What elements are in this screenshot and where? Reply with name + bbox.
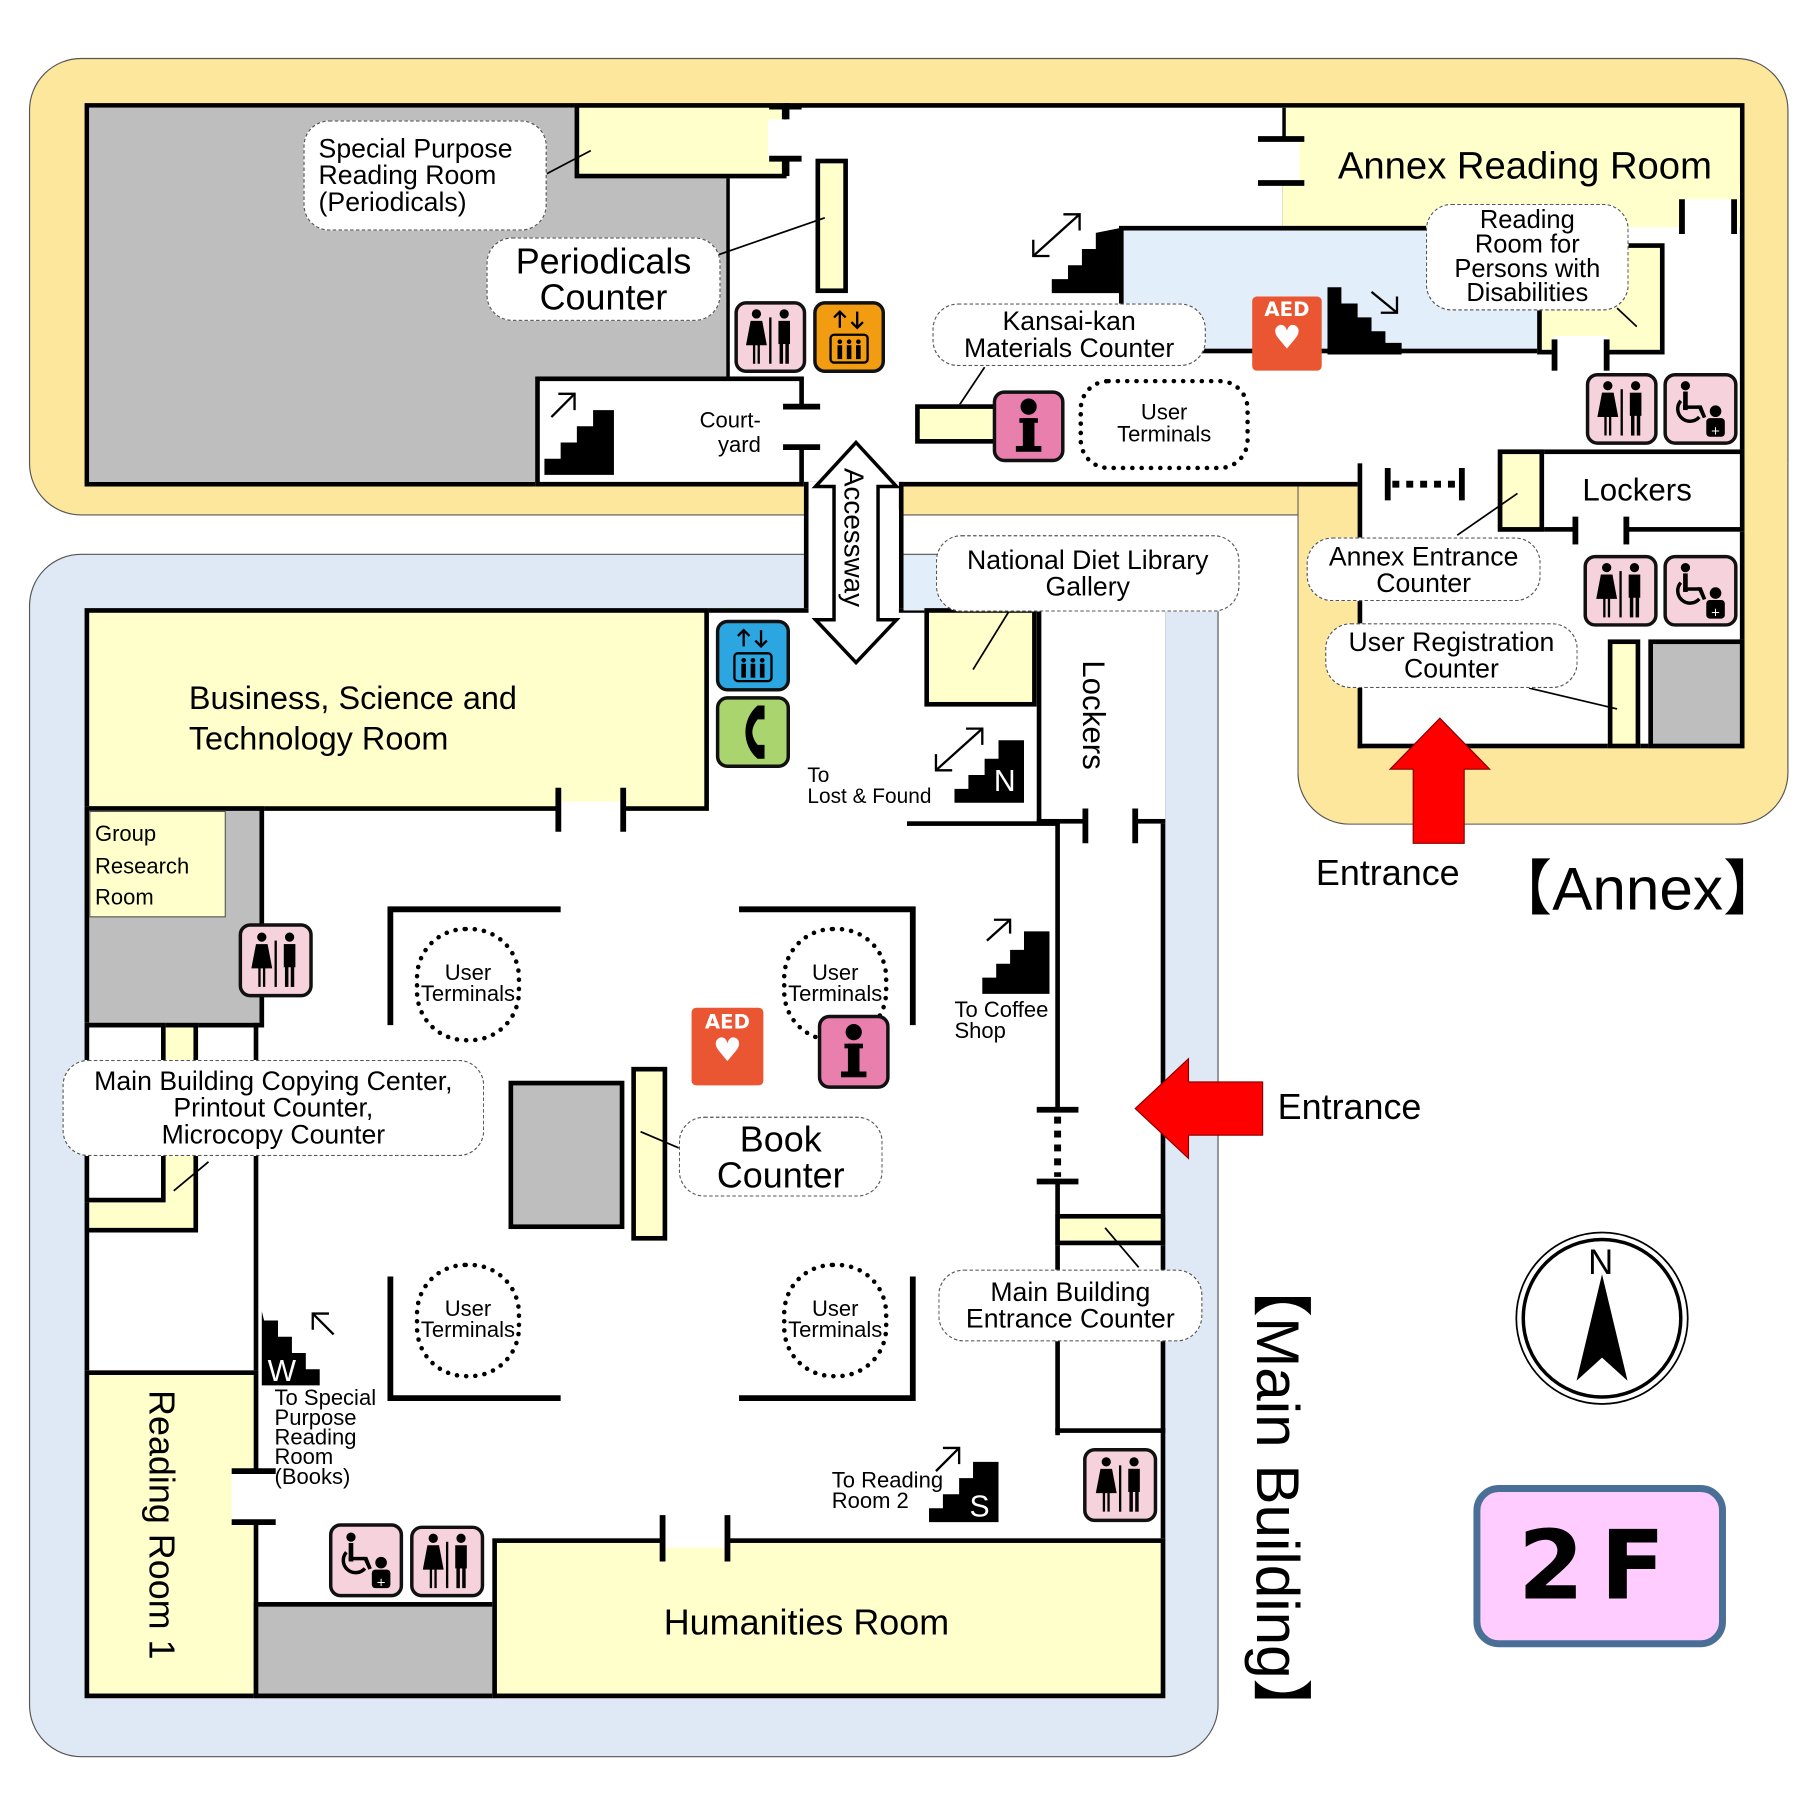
building-label-main: 【Main Building】 — [1242, 1256, 1311, 1739]
annex-lockers-label: Lockers — [1582, 472, 1692, 508]
svg-text:+: + — [1711, 605, 1721, 619]
room-group-research — [89, 810, 226, 918]
door-disabilities-room[interactable] — [1554, 335, 1608, 371]
stairs-icon-west — [261, 1311, 335, 1386]
restroom-icon-annex-west — [734, 301, 807, 373]
entrance-arrow-main[interactable] — [1133, 1056, 1265, 1160]
aed-icon-main: AED ♥ — [691, 1007, 764, 1086]
callout-copying-center: Main Building Copying Center, Printout C… — [62, 1059, 485, 1157]
compass-icon — [1515, 1231, 1689, 1405]
callout-user-registration-counter: User Registration Counter — [1325, 623, 1578, 689]
callout-gallery: National Diet Library Gallery — [935, 535, 1240, 612]
user-terminals-nw[interactable]: User Terminals — [414, 926, 522, 1043]
restroom-icon-main-east — [1083, 1447, 1158, 1523]
stairs-s-letter: S — [969, 1488, 990, 1524]
staff-area-book — [508, 1080, 625, 1230]
aed-icon-annex: AED ♥ — [1252, 296, 1322, 371]
stairs-s-label: To Reading Room 2 — [831, 1468, 944, 1515]
callout-disabilities-room: Reading Room for Persons with Disabiliti… — [1425, 203, 1629, 311]
callout-periodicals-counter: Periodicals Counter — [486, 237, 721, 321]
restroom-icon-main-west — [238, 923, 313, 998]
stairs-w-label: To Special Purpose Reading Room (Books) — [274, 1386, 377, 1491]
stairs-down-icon-annex — [1327, 287, 1402, 355]
compass-north-label: N — [1588, 1244, 1614, 1283]
user-terminals-se[interactable]: User Terminals — [781, 1262, 889, 1379]
telephone-icon — [715, 696, 791, 768]
accessible-restroom-icon-annex-east: + — [1663, 372, 1738, 445]
counter-kansai-kan — [915, 404, 999, 444]
callout-main-entrance-counter: Main Building Entrance Counter — [938, 1269, 1203, 1342]
door-special-purpose[interactable] — [767, 119, 794, 159]
counter-periodicals — [815, 158, 848, 294]
courtyard-label: Court- yard — [699, 408, 761, 458]
west-corridor-wall — [253, 1022, 259, 1510]
user-terminals-ne[interactable]: User Terminals — [781, 926, 889, 1043]
room-special-purpose-periodicals — [574, 103, 787, 179]
information-icon-annex[interactable] — [992, 390, 1065, 463]
building-label-annex: 【Annex】 — [1491, 856, 1784, 924]
main-lockers-label: Lockers — [1076, 660, 1111, 770]
callout-kansai-kan: Kansai-kan Materials Counter — [932, 303, 1206, 367]
door-annex-lockers[interactable] — [1575, 523, 1627, 538]
user-terminals-annex[interactable]: User Terminals — [1078, 378, 1250, 471]
elevator-icon-annex — [813, 301, 885, 373]
entrance-label-main: Entrance — [1277, 1086, 1422, 1128]
stairs-icon-courtyard — [544, 392, 614, 475]
restroom-icon-annex-south — [1583, 554, 1658, 627]
counter-main-entrance — [1055, 1213, 1166, 1246]
reading-room-1-label: Reading Room 1 — [141, 1390, 182, 1660]
stairs-coffee-label: To Coffee Shop — [954, 998, 1049, 1044]
accessway-arrow[interactable] — [811, 439, 901, 666]
staff-area-annex — [1648, 639, 1745, 749]
accessible-restroom-icon-annex-south: + — [1663, 554, 1738, 627]
door-reading-room-1[interactable] — [231, 1471, 267, 1523]
accessway-label: Accessway — [837, 467, 869, 608]
information-icon-main[interactable] — [817, 1014, 890, 1089]
callout-special-purpose-periodicals: Special Purpose Reading Room (Periodical… — [303, 120, 547, 231]
stairs-icon-south — [929, 1446, 999, 1523]
counter-book — [631, 1066, 668, 1241]
courtyard-door-gap — [796, 407, 811, 448]
stairs-w-letter: W — [267, 1352, 297, 1388]
stairs-n-letter: N — [993, 763, 1016, 799]
floor-badge: 2F — [1473, 1485, 1726, 1648]
entrance-label-annex: Entrance — [1315, 852, 1460, 894]
door-annex-east[interactable] — [1681, 199, 1738, 234]
room-reading-room-1 — [84, 1370, 259, 1699]
counter-annex-entrance — [1497, 449, 1545, 532]
callout-book-counter: Book Counter — [678, 1116, 883, 1197]
group-research-label: Group Research Room — [94, 822, 190, 911]
svg-text:+: + — [376, 1575, 386, 1589]
restroom-icon-annex-east — [1585, 372, 1658, 445]
aed-label: AED — [1264, 298, 1310, 323]
annex-reading-room-label: Annex Reading Room — [1337, 143, 1712, 187]
callout-annex-entrance-counter: Annex Entrance Counter — [1306, 537, 1541, 602]
counter-user-registration — [1607, 639, 1641, 749]
floor-label: 2F — [1517, 1511, 1682, 1622]
room-business-science-technology — [84, 608, 709, 811]
door-humanities[interactable] — [662, 1531, 728, 1548]
stairs-icon-coffee — [982, 918, 1050, 994]
stairs-icon-north — [934, 727, 1024, 803]
accessible-restroom-icon-main: + — [328, 1523, 404, 1598]
east-room-bottom — [1055, 1428, 1166, 1433]
elevator-icon-main — [715, 619, 791, 692]
door-annex-reading[interactable] — [1264, 139, 1300, 181]
svg-text:+: + — [1711, 423, 1721, 437]
lockers-wall-ext — [907, 821, 1058, 826]
aed-label-main: AED — [704, 1011, 750, 1035]
restroom-icon-main-south — [410, 1525, 485, 1598]
escalator-icon-annex — [1032, 213, 1119, 294]
stairs-n-label: To Lost & Found — [807, 763, 932, 808]
room-humanities — [492, 1538, 1166, 1699]
entrance-arrow-annex[interactable] — [1388, 716, 1492, 846]
door-business-science[interactable] — [560, 801, 621, 818]
user-terminals-sw[interactable]: User Terminals — [414, 1262, 522, 1379]
door-main-lockers[interactable] — [1085, 810, 1135, 835]
business-science-label: Business, Science and Technology Room — [188, 679, 517, 757]
humanities-label: Humanities Room — [663, 1602, 950, 1643]
